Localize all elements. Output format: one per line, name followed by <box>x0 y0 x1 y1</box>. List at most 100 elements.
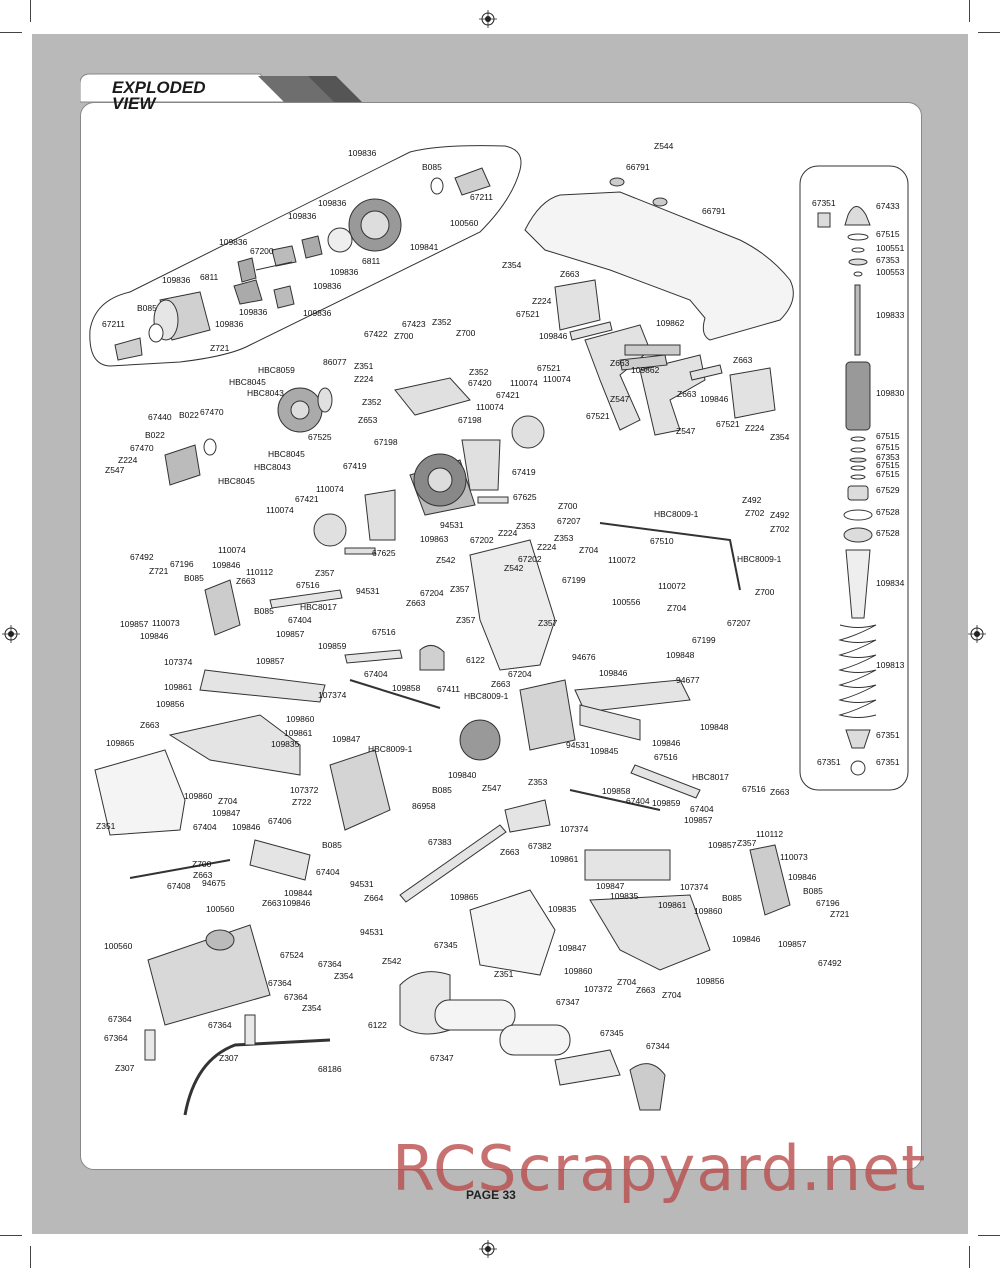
page-title: EXPLODED VIEW <box>112 79 206 113</box>
chassis-brace-67383 <box>399 824 507 903</box>
shock-seat-67528-b <box>843 527 873 543</box>
part-label: 67423 <box>402 319 426 329</box>
part-label: 67524 <box>280 950 304 960</box>
air-filter-67347-b <box>499 1024 571 1056</box>
center-plate-67625-a <box>477 496 509 504</box>
part-label: Z704 <box>662 990 682 1000</box>
center-diff-hub <box>427 467 453 493</box>
part-label: 67515 <box>876 469 900 479</box>
part-label: 109836 <box>239 307 268 317</box>
part-label: B085 <box>254 606 274 616</box>
part-label: 67351 <box>812 198 836 208</box>
part-label: 110072 <box>608 555 636 565</box>
part-label: 6122 <box>368 1020 387 1030</box>
part-label: 67516 <box>372 627 396 637</box>
bearing-b085-left <box>148 323 164 343</box>
part-label: 67516 <box>742 784 766 794</box>
rear-hinge-plate-109845 <box>579 704 641 741</box>
part-label: B085 <box>322 840 342 850</box>
part-label: 109834 <box>876 578 905 588</box>
part-label: 86958 <box>412 801 436 811</box>
title-line-2: VIEW <box>112 94 156 113</box>
part-label: 100560 <box>206 904 235 914</box>
part-label: 66791 <box>626 162 650 172</box>
part-label: Z354 <box>502 260 522 270</box>
part-label: Z663 <box>262 898 282 908</box>
part-label: 67364 <box>284 992 308 1002</box>
part-label: 100560 <box>104 941 133 951</box>
slipper-86077 <box>317 387 333 413</box>
part-label: 109836 <box>330 267 359 277</box>
part-label: 67440 <box>148 412 172 422</box>
part-label: 109846 <box>652 738 681 748</box>
center-outdrive-67421-right <box>511 415 545 449</box>
part-label: 94531 <box>356 586 380 596</box>
part-label: Z653 <box>358 415 378 425</box>
part-label: 67521 <box>716 419 740 429</box>
spider-gear-lower <box>273 285 295 309</box>
shock-end-67351 <box>845 729 871 749</box>
part-label: Z492 <box>742 495 762 505</box>
part-label: 67521 <box>537 363 561 373</box>
part-label: HBC8009-1 <box>654 509 699 519</box>
part-label: HBC8045 <box>218 476 255 486</box>
part-label: 109860 <box>564 966 593 976</box>
part-label: Z663 <box>677 389 697 399</box>
wing-mount-arm-right <box>639 354 706 436</box>
wing-post-109862-a <box>624 344 681 356</box>
part-label: 67521 <box>586 411 610 421</box>
part-label: 67211 <box>102 319 125 329</box>
part-label: B085 <box>803 886 823 896</box>
rear-diff-109840 <box>459 719 501 761</box>
part-label: 67198 <box>374 437 398 447</box>
part-label: 109833 <box>876 310 905 320</box>
part-label: 94677 <box>676 675 700 685</box>
shock-piston-lower <box>849 457 867 463</box>
part-label: 66791 <box>702 206 726 216</box>
part-label: Z352 <box>432 317 452 327</box>
part-label: 109861 <box>550 854 579 864</box>
part-label: 67421 <box>496 390 520 400</box>
part-label: 67492 <box>130 552 154 562</box>
shock-oring-lower-a <box>850 436 866 442</box>
fuel-line-68186 <box>183 1038 331 1116</box>
part-label: 67404 <box>364 669 388 679</box>
part-label: Z352 <box>469 367 489 377</box>
crop-mark <box>30 1246 31 1268</box>
part-label: 110073 <box>780 852 808 862</box>
part-label: 107374 <box>164 657 193 667</box>
part-label: 94676 <box>572 652 596 662</box>
part-label: 67198 <box>458 415 482 425</box>
part-label: 109836 <box>162 275 191 285</box>
part-label: 109847 <box>332 734 361 744</box>
part-label: 109862 <box>631 365 660 375</box>
part-label: Z547 <box>105 465 125 475</box>
part-label: 109860 <box>694 906 723 916</box>
part-label: 67515 <box>876 229 900 239</box>
part-label: 67202 <box>518 554 542 564</box>
part-label: Z700 <box>394 331 414 341</box>
part-label: 109846 <box>140 631 169 641</box>
part-label: Z700 <box>456 328 476 338</box>
part-label: 6811 <box>200 272 219 282</box>
part-label: 94531 <box>350 879 374 889</box>
part-label: 109865 <box>106 738 135 748</box>
part-label: 109858 <box>392 683 421 693</box>
part-label: Z353 <box>516 521 536 531</box>
steering-knuckle-left <box>204 579 241 636</box>
part-label: 109846 <box>599 668 628 678</box>
air-filter-elbow-67344 <box>629 1063 666 1111</box>
part-label: 67529 <box>876 485 900 495</box>
outdrive-67211-left <box>114 337 143 361</box>
rear-bumper-109861 <box>584 849 671 881</box>
part-label: 109861 <box>658 900 687 910</box>
part-label: 67207 <box>557 516 581 526</box>
center-mount-67420 <box>394 377 471 416</box>
part-label: 109861 <box>284 728 313 738</box>
part-label: Z721 <box>210 343 230 353</box>
part-label: 100551 <box>876 243 905 253</box>
part-label: 67528 <box>876 507 900 517</box>
steering-rod-67510 <box>599 522 741 591</box>
part-label: 67404 <box>626 796 650 806</box>
